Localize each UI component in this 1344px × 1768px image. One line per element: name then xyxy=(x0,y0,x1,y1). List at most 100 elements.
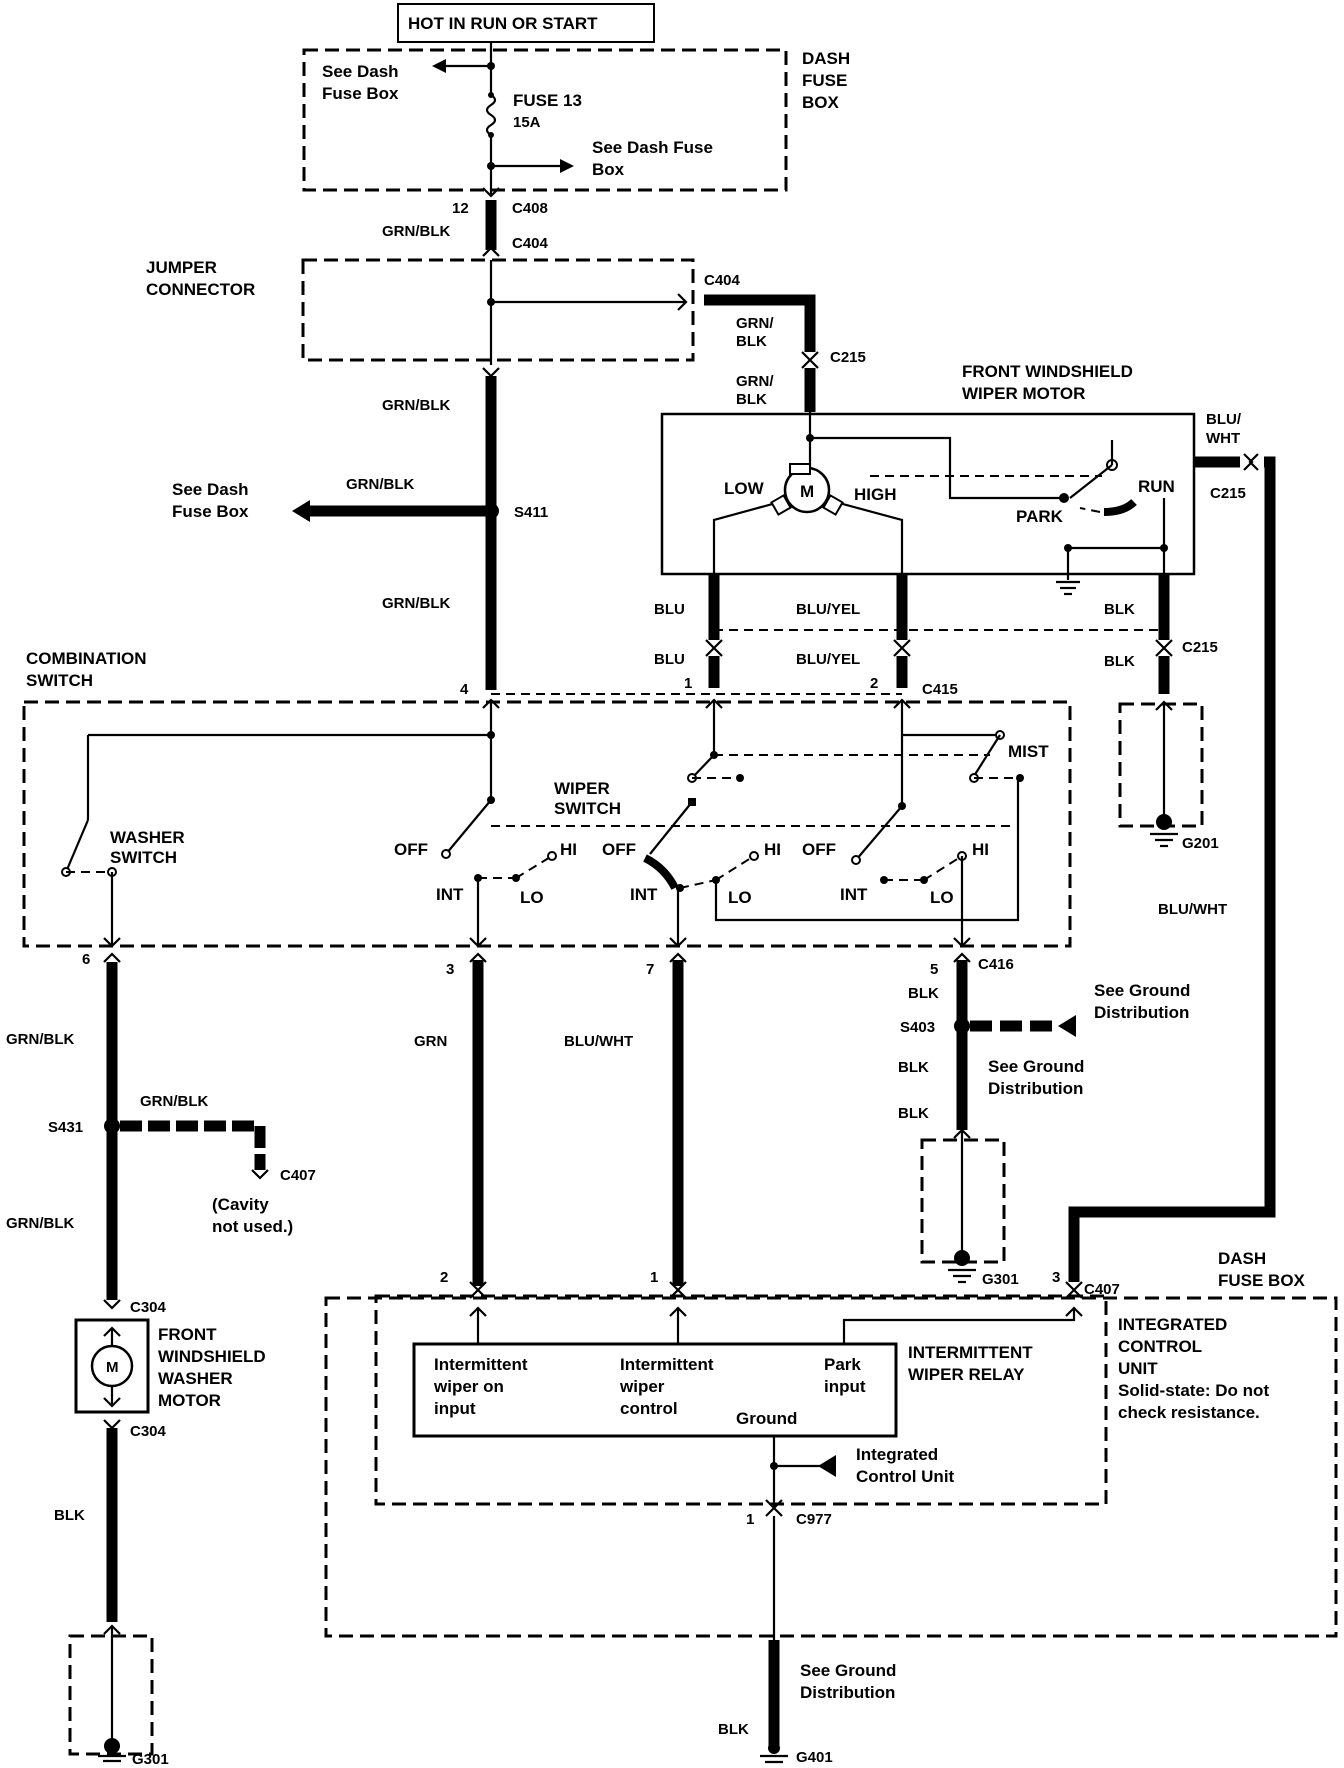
arrow-left-icon xyxy=(818,1455,836,1477)
lo-1: LO xyxy=(520,888,544,907)
dash-fuse-box-top: DASH FUSE BOX See Dash Fuse Box FUSE 13 … xyxy=(302,42,850,195)
icu-pin-1: 1 xyxy=(650,1269,658,1286)
intermittent-relay-label-1: INTERMITTENT xyxy=(908,1343,1033,1362)
grn-wire: GRN xyxy=(414,1033,447,1050)
relay-input-2-line2: wiper xyxy=(619,1377,665,1396)
icu-title-line2: CONTROL xyxy=(1118,1337,1202,1356)
blu-wht-top-line1: BLU/ xyxy=(1206,411,1242,428)
relay-input-1-line3: input xyxy=(434,1399,476,1418)
icu-note-line1: Solid-state: Do not xyxy=(1118,1381,1269,1400)
grn-blk-6: GRN/BLK xyxy=(382,595,450,612)
pin-7: 7 xyxy=(646,961,654,978)
blu-yel-1: BLU/YEL xyxy=(796,601,860,618)
arrow-left-icon xyxy=(292,500,310,522)
c977-pin: 1 xyxy=(746,1511,754,1528)
g401-label: G401 xyxy=(796,1749,833,1766)
hi-3: HI xyxy=(972,840,989,859)
jumper-connector: JUMPER CONNECTOR C404 xyxy=(146,258,741,365)
grn-blk-2-line2: BLK xyxy=(736,333,767,350)
dash-fuse-box-top-label-1: DASH xyxy=(802,49,850,68)
cavity-note-line1: (Cavity xyxy=(212,1195,269,1214)
dash-fuse-box-top-label-2: FUSE xyxy=(802,71,847,90)
grn-blk-left-2: GRN/BLK xyxy=(6,1215,74,1232)
intermittent-relay-label-2: WIPER RELAY xyxy=(908,1365,1025,1384)
pin-5: 5 xyxy=(930,961,938,978)
blu-wht-right: BLU/WHT xyxy=(1158,901,1227,918)
blk-s403-low: BLK xyxy=(898,1105,929,1122)
see-ground-distribution-1-line2: Distribution xyxy=(1094,1003,1189,1022)
washer-motor-symbol: M xyxy=(106,1359,119,1376)
jumper-connector-label-1: JUMPER xyxy=(146,258,217,277)
see-ground-distribution-1-line1: See Ground xyxy=(1094,981,1190,1000)
ground-icon xyxy=(948,1268,976,1284)
relay-input-1-line1: Intermittent xyxy=(434,1355,528,1374)
see-ground-distribution-3-line1: See Ground xyxy=(800,1661,896,1680)
combination-switch-pins: 6 3 7 5 C416 xyxy=(82,951,1014,978)
ground-icon xyxy=(98,1754,126,1763)
s403-label: S403 xyxy=(900,1019,935,1036)
lo-3: LO xyxy=(930,888,954,907)
see-ground-distribution-2-line2: Distribution xyxy=(988,1079,1083,1098)
run-label: RUN xyxy=(1138,477,1175,496)
off-3: OFF xyxy=(802,840,836,859)
see-ground-distribution-2-line1: See Ground xyxy=(988,1057,1084,1076)
wire-blk-s403: BLK S403 See Ground Distribution BLK See… xyxy=(898,960,1190,1288)
see-dash-fuse-box-3-line1: See Dash xyxy=(172,480,249,499)
icu-pin-2: 2 xyxy=(440,1269,448,1286)
pin-3: 3 xyxy=(446,961,454,978)
grn-blk-3-line1: GRN/ xyxy=(736,373,774,390)
blk-c215-1: BLK xyxy=(1104,601,1135,618)
blk-bottom: BLK xyxy=(718,1721,749,1738)
front-wiper-motor-label-1: FRONT WINDSHIELD xyxy=(962,362,1133,381)
grn-blk-3-line2: BLK xyxy=(736,391,767,408)
g201-label: G201 xyxy=(1182,835,1219,852)
relay-input-2-line1: Intermittent xyxy=(620,1355,714,1374)
washer-switch-label-1: WASHER xyxy=(110,828,185,847)
c408-pin: 12 xyxy=(452,200,469,217)
c977-label: C977 xyxy=(796,1511,832,1528)
see-dash-fuse-box-2-line2: Box xyxy=(592,160,625,179)
grn-blk-5: GRN/BLK xyxy=(382,397,450,414)
low-label: LOW xyxy=(724,479,765,498)
washer-motor-icon xyxy=(90,1344,134,1388)
icu-pin-3: 3 xyxy=(1052,1269,1060,1286)
c304-top: C304 xyxy=(130,1299,167,1316)
see-dash-fuse-box-1-line1: See Dash xyxy=(322,62,399,81)
ground-g201: G201 xyxy=(1118,700,1219,852)
pin-1: 1 xyxy=(684,675,692,692)
washer-motor-label-1: FRONT xyxy=(158,1325,217,1344)
hi-1: HI xyxy=(560,840,577,859)
motor-output-wires: BLU BLU/YEL BLK BLU BLU/YEL BLK C215 4 1… xyxy=(460,574,1218,698)
connector-c408: 12 C408 GRN/BLK C404 xyxy=(382,187,549,257)
high-label: HIGH xyxy=(854,485,897,504)
hi-2: HI xyxy=(764,840,781,859)
arrow-left-icon xyxy=(432,59,446,73)
c407-label: C407 xyxy=(1084,1281,1120,1298)
relay-input-2-line3: control xyxy=(620,1399,678,1418)
c416-label: C416 xyxy=(978,956,1014,973)
ground-icon xyxy=(1150,832,1178,848)
blk-s403-mid: BLK xyxy=(898,1059,929,1076)
power-header-label: HOT IN RUN OR START xyxy=(408,14,598,33)
ground-g301-left: G301 xyxy=(68,1624,169,1768)
washer-switch-label-2: SWITCH xyxy=(110,848,177,867)
dash-fuse-box-bottom: DASH FUSE BOX 2 1 3 C407 Intermittent wi… xyxy=(324,1249,1338,1640)
wire-grn-blk-main: GRN/BLK S411 GRN/BLK See Dash Fuse Box G… xyxy=(172,367,548,690)
blu-1: BLU xyxy=(654,601,685,618)
grn-blk-2-line1: GRN/ xyxy=(736,315,774,332)
grn-blk-branch: GRN/BLK xyxy=(140,1093,208,1110)
fuse-name: FUSE 13 xyxy=(513,91,582,110)
dash-fuse-box-bottom-label-1: DASH xyxy=(1218,1249,1266,1268)
combination-switch-label-1: COMBINATION xyxy=(26,649,147,668)
ground-icon xyxy=(1056,580,1080,596)
relay-input-3-line1: Park xyxy=(824,1355,861,1374)
grn-blk-left-1: GRN/BLK xyxy=(6,1031,74,1048)
blk-left-bottom: BLK xyxy=(54,1507,85,1524)
icu-note-line2: check resistance. xyxy=(1118,1403,1260,1422)
icu-title-line1: INTEGRATED xyxy=(1118,1315,1227,1334)
relay-input-3-line2: input xyxy=(824,1377,866,1396)
c304-bottom: C304 xyxy=(130,1423,167,1440)
off-1: OFF xyxy=(394,840,428,859)
g301-mid: G301 xyxy=(982,1271,1019,1288)
blu-yel-2: BLU/YEL xyxy=(796,651,860,668)
